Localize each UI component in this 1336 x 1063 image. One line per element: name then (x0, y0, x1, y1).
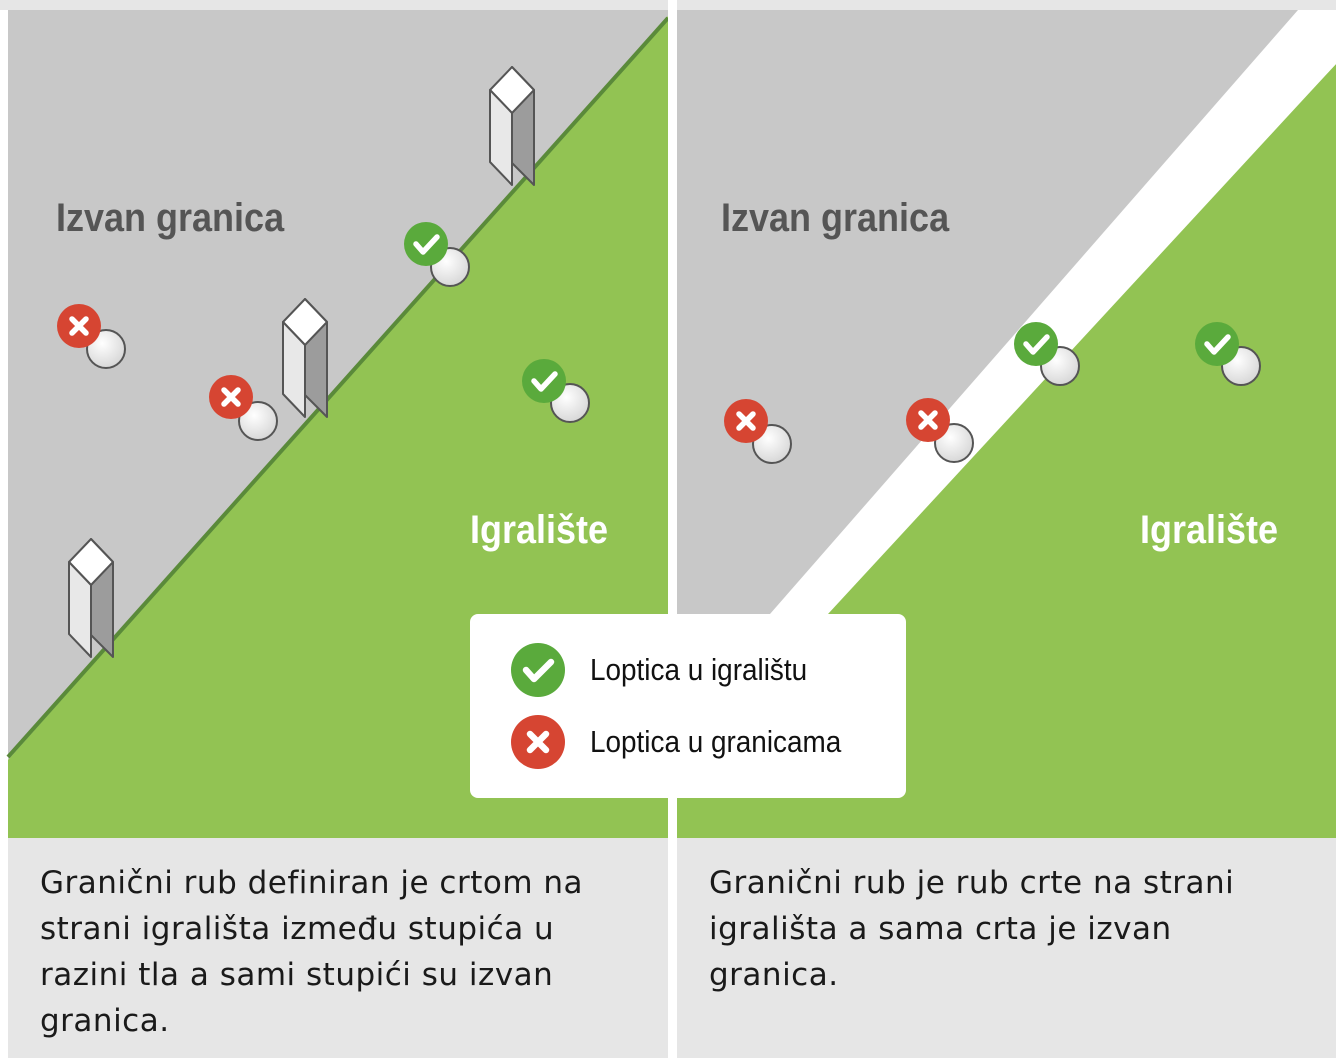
right-course-label: Igralište (1140, 508, 1279, 552)
right-out-of-bounds-label: Izvan granica (721, 196, 950, 240)
boundary-stake-icon (282, 298, 328, 418)
out-marker-icon (209, 375, 253, 419)
out-marker-icon (724, 399, 768, 443)
boundary-stake-icon (68, 538, 114, 658)
left-boundary-line (6, 16, 670, 759)
in-marker-icon (1195, 322, 1239, 366)
panel-divider (668, 0, 677, 1058)
check-icon (511, 643, 565, 697)
in-marker-icon (404, 222, 448, 266)
left-out-of-bounds-label: Izvan granica (56, 196, 285, 240)
legend-out-label: Loptica u granicama (590, 724, 842, 759)
left-caption: Granični rub definiran je crtom na stran… (8, 838, 668, 1058)
legend-item-in: Loptica u igralištu (510, 642, 831, 698)
out-marker-icon (906, 398, 950, 442)
legend: Loptica u igralištu Loptica u granicama (470, 614, 906, 798)
legend-in-label: Loptica u igralištu (590, 652, 808, 687)
in-marker-icon (1014, 322, 1058, 366)
legend-item-out: Loptica u granicama (510, 714, 869, 770)
white-boundary-line (770, 10, 1336, 614)
boundary-stake-icon (489, 66, 535, 186)
cross-icon (511, 715, 565, 769)
in-marker-icon (522, 359, 566, 403)
left-course-label: Igralište (470, 508, 609, 552)
right-caption: Granični rub je rub crte na strani igral… (677, 838, 1336, 1058)
out-marker-icon (57, 304, 101, 348)
